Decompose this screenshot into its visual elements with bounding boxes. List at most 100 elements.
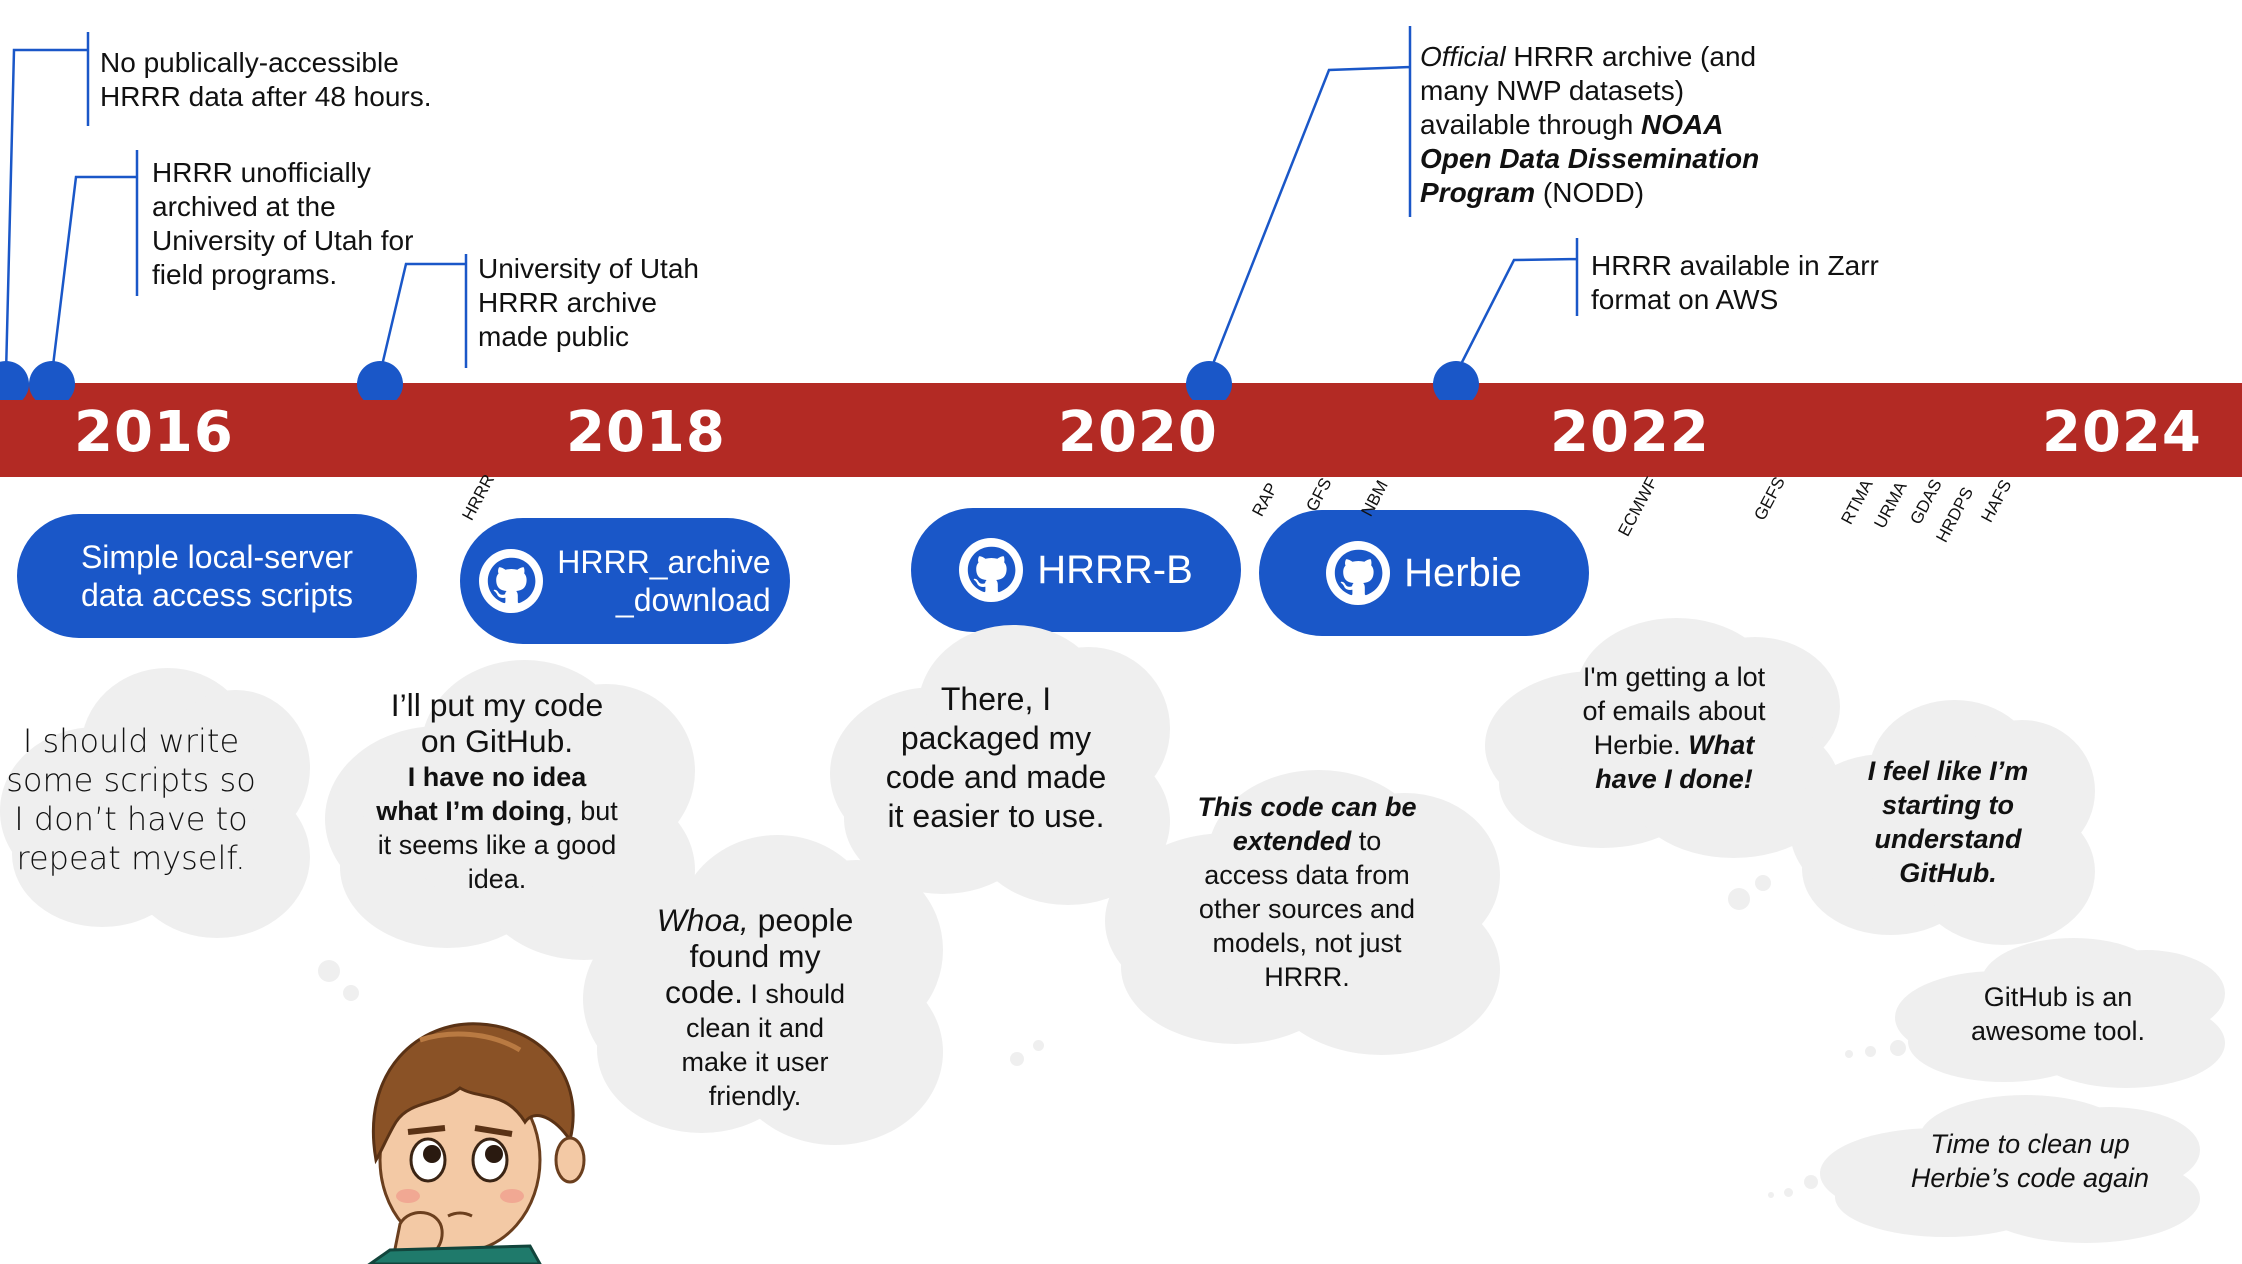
text-run: (NODD) <box>1535 177 1645 208</box>
thinking-kid-illustration <box>367 1022 586 1264</box>
text-line: data access scripts <box>80 577 354 613</box>
text-line: No publically-accessible <box>100 47 399 78</box>
year-label-2024: 2024 <box>2042 400 2202 465</box>
text-run: idea. <box>467 864 527 894</box>
cloud-puff <box>1851 753 2041 906</box>
text-run: awesome tool. <box>1970 1016 2146 1046</box>
text-line: understand <box>1816 822 2080 856</box>
text-line: other sources and <box>1170 892 1444 926</box>
text-line: Herbie’s code again <box>1880 1161 2180 1195</box>
text-run: I don’t have to <box>14 800 248 838</box>
text-run: access data from <box>1204 860 1410 890</box>
text-line: what I’m doing, but <box>352 794 642 828</box>
text-run: This code can be <box>1197 792 1417 822</box>
cloud-puff <box>1556 670 1777 820</box>
text-run: it easier to use. <box>887 798 1105 834</box>
text-run: available through <box>1420 109 1642 140</box>
text-line: friendly. <box>625 1079 885 1113</box>
text-run: Official <box>1420 41 1506 72</box>
year-label-2018: 2018 <box>566 400 726 465</box>
text-run: I feel like I’m <box>1867 756 2029 786</box>
text-line: There, I <box>858 680 1134 719</box>
github-icon <box>479 549 544 613</box>
text-run: There, I <box>940 681 1052 717</box>
text-line: repeat myself. <box>0 839 262 878</box>
connector-line <box>4 32 90 375</box>
text-line: code. I should <box>625 975 885 1011</box>
text-line: Whoa, people <box>625 903 885 939</box>
thought-cloud <box>1105 770 1500 1055</box>
text-line: made public <box>478 321 629 352</box>
cloud-puff <box>62 727 255 895</box>
text-run: repeat myself. <box>16 839 246 877</box>
thought-dot <box>318 960 340 982</box>
connector-line <box>50 150 139 375</box>
connector-line <box>1454 238 1579 375</box>
text-line: Official HRRR archive (and <box>1420 40 1759 74</box>
text-run: other sources and <box>1198 894 1416 924</box>
text-line: many NWP datasets) <box>1420 74 1759 108</box>
thought-dot <box>1890 1040 1906 1056</box>
text-line: it seems like a good <box>352 828 642 862</box>
timeline-marker <box>1433 361 1479 400</box>
text-run: Program <box>1420 177 1536 208</box>
text-run: make it user <box>681 1047 829 1077</box>
text-line: I should write <box>0 722 262 761</box>
github-icon <box>1326 541 1391 605</box>
text-line: GitHub is an <box>1918 980 2198 1014</box>
text-line: Herbie. What <box>1536 728 1812 762</box>
text-run: what I’m doing <box>376 796 566 826</box>
text-line: of emails about <box>1536 694 1812 728</box>
cloud-puff <box>1184 832 1429 1010</box>
text-line: format on AWS <box>1591 284 1779 315</box>
text-line: clean it and <box>625 1011 885 1045</box>
text-line: I have no idea <box>352 760 642 794</box>
github-icon <box>959 538 1024 602</box>
text-run: on GitHub. <box>420 723 574 759</box>
text-run: friendly. <box>708 1081 802 1111</box>
thought-dot <box>1784 1188 1793 1197</box>
text-line: archived at the <box>152 191 336 222</box>
text-line: Herbie <box>1404 551 1522 595</box>
text-run: Open Data Dissemination <box>1420 143 1760 174</box>
text-line: Simple local-server <box>80 539 354 575</box>
cloud-puff <box>655 903 879 1096</box>
text-line: _download <box>615 582 771 618</box>
connector-line <box>378 254 468 375</box>
cloud-puff <box>399 726 629 912</box>
text-line: awesome tool. <box>1918 1014 2198 1048</box>
thought-cloud <box>1820 1095 2200 1243</box>
thought-cloud <box>1790 700 2095 945</box>
thought-cloud <box>583 835 943 1145</box>
text-line: GitHub. <box>1816 856 2080 890</box>
text-run: found my <box>689 938 821 974</box>
text-line: I'm getting a lot <box>1536 660 1812 694</box>
cloud-puff <box>1896 1127 2132 1220</box>
text-run: I’ll put my code <box>390 687 604 723</box>
text-run: I should <box>742 979 845 1009</box>
text-run: have I done! <box>1595 764 1753 794</box>
pill-hrrr-b: HRRR-B <box>911 508 1241 632</box>
text-line: Program (NODD) <box>1420 176 1759 210</box>
text-line: University of Utah for <box>152 225 414 256</box>
timeline-markers <box>0 361 1479 400</box>
text-line: Time to clean up <box>1880 1127 2180 1161</box>
text-run: I'm getting a lot <box>1582 662 1766 692</box>
text-line: HRRR data after 48 hours. <box>100 81 432 112</box>
text-line: University of Utah <box>478 253 699 284</box>
text-line: packaged my <box>858 719 1134 758</box>
thought-dot <box>1845 1050 1853 1058</box>
text-line: have I done! <box>1536 762 1812 796</box>
pill-label: Herbie <box>1404 550 1522 596</box>
